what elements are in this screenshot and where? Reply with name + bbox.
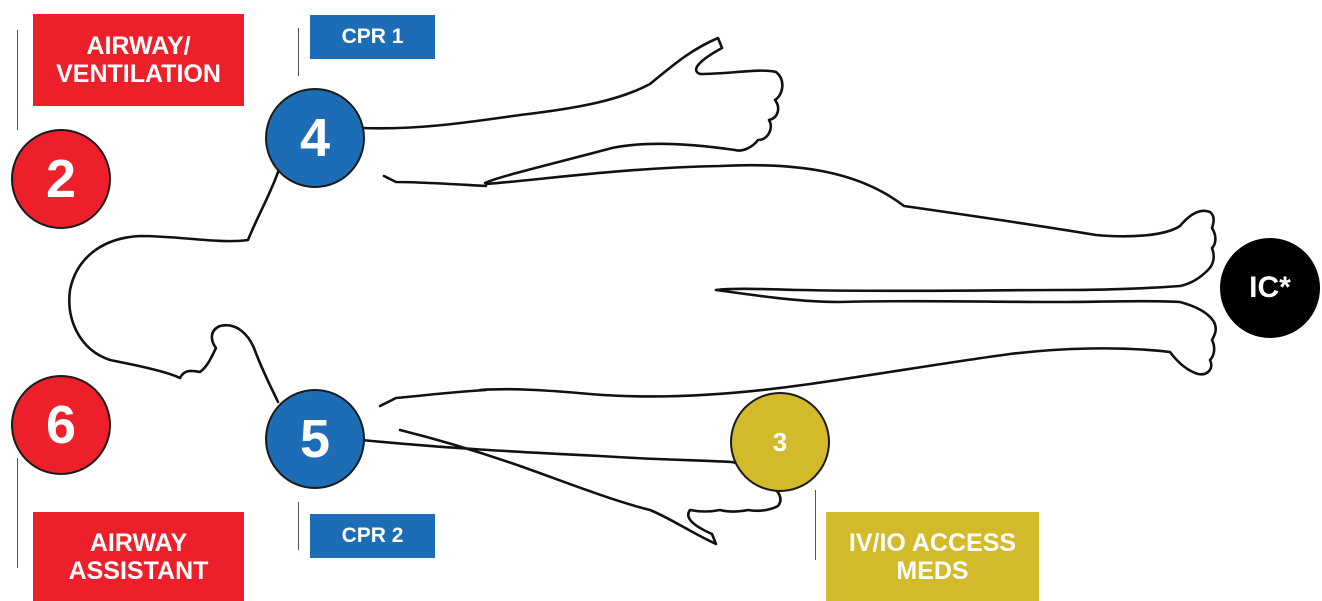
airway-assistant-line2: ASSISTANT	[69, 557, 209, 585]
iv-io-line1: IV/IO ACCESS	[849, 529, 1016, 557]
cpr2-text: CPR 2	[342, 524, 404, 548]
airway-assistant-label: AIRWAY ASSISTANT	[33, 512, 244, 601]
airway-ventilation-line2: VENTILATION	[56, 60, 221, 88]
role-4-circle: 4	[265, 88, 365, 188]
role-3-circle: 3	[730, 392, 830, 492]
cpr1-text: CPR 1	[342, 25, 404, 49]
divider-line	[17, 30, 18, 130]
divider-line	[298, 28, 299, 76]
airway-ventilation-label: AIRWAY/ VENTILATION	[33, 14, 244, 106]
incident-commander-circle: IC*	[1220, 238, 1320, 338]
cpr2-label: CPR 2	[310, 514, 435, 558]
iv-io-access-label: IV/IO ACCESS MEDS	[826, 512, 1039, 601]
divider-line	[815, 490, 816, 560]
airway-assistant-line1: AIRWAY	[90, 529, 187, 557]
role-6-circle: 6	[11, 375, 111, 475]
cpr1-label: CPR 1	[310, 15, 435, 59]
role-2-circle: 2	[11, 129, 111, 229]
divider-line	[17, 458, 18, 568]
divider-line	[298, 502, 299, 550]
role-5-circle: 5	[265, 389, 365, 489]
airway-ventilation-line1: AIRWAY/	[86, 32, 190, 60]
iv-io-line2: MEDS	[896, 557, 968, 585]
